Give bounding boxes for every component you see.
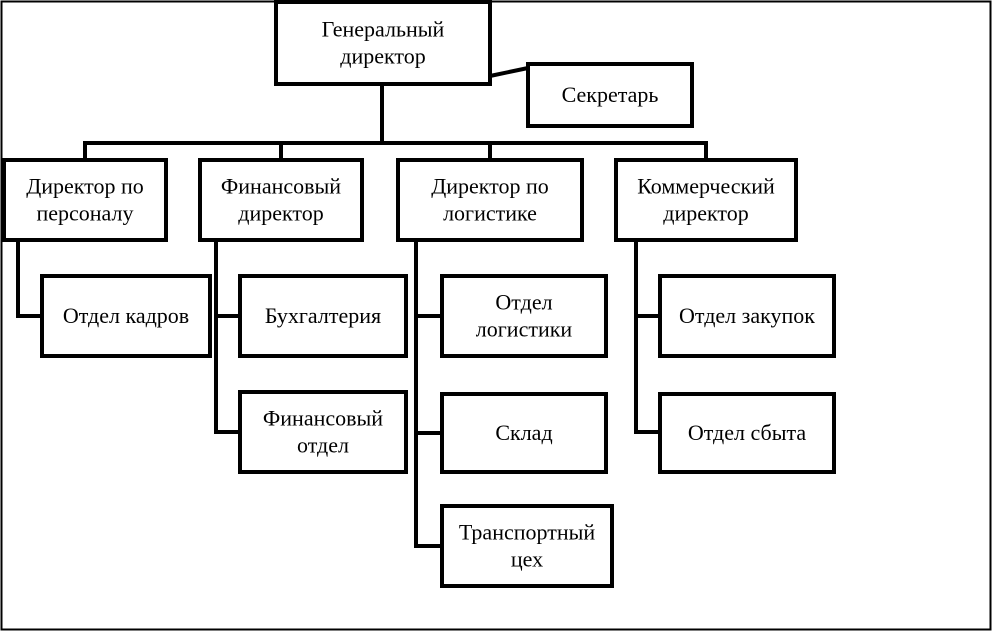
node-label: Финансовый [263, 406, 383, 431]
node-box [658, 392, 836, 474]
node-label: Отдел кадров [63, 303, 189, 328]
node-label: директор [238, 201, 323, 226]
node-sales: Отдел сбыта [658, 392, 836, 474]
node-label: Секретарь [562, 82, 659, 107]
node-box [198, 158, 364, 242]
node-label: цех [511, 547, 543, 572]
node-label: Директор по [431, 174, 549, 199]
node-label: Отдел [495, 290, 552, 315]
connectors [16, 66, 708, 548]
node-label: Отдел сбыта [688, 420, 807, 445]
node-box [40, 274, 212, 358]
node-label: отдел [297, 433, 349, 458]
node-box [614, 158, 798, 242]
node-label: директор [340, 44, 425, 69]
node-box [658, 274, 836, 358]
node-label: Генеральный [322, 17, 445, 42]
node-box [526, 62, 694, 128]
node-label: логистики [476, 317, 573, 342]
node-label: логистике [443, 201, 537, 226]
node-box [274, 0, 492, 86]
node-label: Склад [495, 420, 552, 445]
node-box [2, 158, 168, 242]
node-secretary: Секретарь [526, 62, 694, 128]
node-label: Транспортный [459, 520, 596, 545]
node-label: Бухгалтерия [265, 303, 381, 328]
node-box [238, 274, 408, 358]
node-box [238, 390, 408, 474]
node-label: Отдел закупок [679, 303, 815, 328]
node-label: персоналу [36, 201, 133, 226]
node-label: директор [663, 201, 748, 226]
node-accounting: Бухгалтерия [238, 274, 408, 358]
node-label: Коммерческий [637, 174, 775, 199]
node-label: Директор по [26, 174, 144, 199]
node-box [396, 158, 584, 242]
node-hr-dept: Отдел кадров [40, 274, 212, 358]
node-warehouse: Склад [440, 392, 608, 474]
node-box [440, 274, 608, 358]
node-box [440, 504, 614, 588]
node-box [440, 392, 608, 474]
node-purchasing: Отдел закупок [658, 274, 836, 358]
node-label: Финансовый [221, 174, 341, 199]
